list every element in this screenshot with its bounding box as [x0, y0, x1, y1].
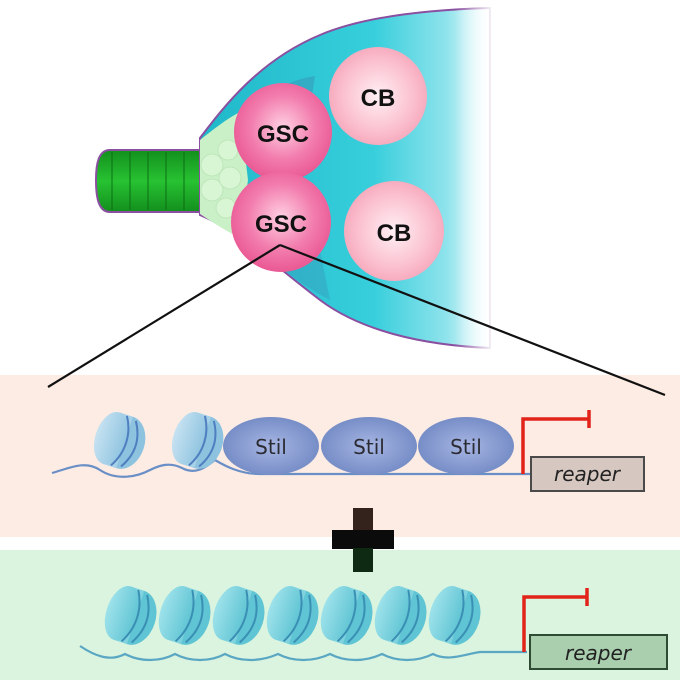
stil-label: Stil: [450, 435, 482, 459]
gsc-cell-top: GSC: [234, 83, 332, 181]
dna-wrap: [228, 589, 249, 643]
dna-wrap: [444, 589, 465, 643]
nucleosome-face: [428, 586, 464, 641]
nucleosome-face: [320, 586, 356, 641]
promoter-arrow-bottom: [522, 595, 587, 652]
nucleosome: [374, 586, 427, 645]
dna-wrap: [198, 420, 217, 468]
reaper-gene-label-top: reaper: [554, 462, 622, 486]
cap-cell: [200, 153, 224, 177]
cb-bottom-label: CB: [377, 220, 412, 247]
zoom-line-right: [279, 243, 666, 397]
reaper-gene-label-bottom: reaper: [565, 641, 633, 665]
nucleosome: [428, 586, 481, 645]
cb-cell-bottom-body: [344, 181, 444, 281]
gsc-top-label: GSC: [257, 121, 309, 148]
gsc-cell-bottom-body: [231, 172, 331, 272]
zoom-lines: [47, 243, 666, 397]
dna-wrap: [110, 415, 130, 467]
nucleosome: [266, 586, 319, 645]
bottom-panel: reaper: [79, 586, 668, 670]
nucleosome-face: [171, 411, 207, 465]
dna-strand-top: [51, 458, 530, 478]
terminal-filament: [94, 149, 201, 213]
nucleosome: [93, 411, 146, 469]
inhibition-symbol-stem-bottom: [353, 548, 373, 572]
dna-wrap: [174, 589, 195, 643]
reaper-gene-box-top: [530, 456, 645, 492]
cb-cell-top-body: [329, 47, 427, 145]
dna-wrap: [120, 589, 141, 643]
gsc-cell-top-body: [234, 83, 332, 181]
cb-cell-top: CB: [329, 47, 427, 145]
cap-cell: [200, 178, 224, 202]
cap-cell: [217, 139, 239, 161]
inhibition-symbol-stem-top: [353, 508, 373, 532]
dna-wrap: [188, 415, 208, 467]
stil-protein: Stil: [418, 417, 514, 475]
dna-wrap: [336, 589, 357, 643]
zoom-line-left: [47, 244, 281, 388]
inhibition-symbol-bar: [332, 530, 394, 549]
dna-strand-bottom: [79, 645, 527, 662]
germarium-niche: CB CB GSC GSC: [94, 0, 495, 360]
gsc-cell-bottom: GSC: [231, 172, 331, 272]
stil-protein-body: [321, 417, 417, 475]
nucleosome: [320, 586, 373, 645]
nucleosome-face: [158, 586, 194, 641]
stil-protein-body: [418, 417, 514, 475]
dna-wrap: [185, 594, 204, 644]
nucleosome-face: [374, 586, 410, 641]
cap-cell: [218, 166, 242, 190]
niche-fade: [455, 0, 495, 360]
dna-wrap: [131, 594, 150, 644]
nucleosome-face: [93, 411, 129, 465]
gsc-bottom-label: GSC: [255, 211, 307, 238]
top-panel: Stil Stil Stil reaper: [51, 410, 645, 492]
stil-protein: Stil: [223, 417, 319, 475]
nucleosome: [171, 411, 224, 469]
dna-wrap: [455, 594, 474, 644]
nucleosome-face: [212, 586, 248, 641]
nucleosome: [104, 586, 157, 645]
nucleosome: [158, 586, 211, 645]
dna-wrap: [239, 594, 258, 644]
inhibition-symbol: [332, 508, 394, 572]
promoter-arrow-top: [521, 417, 589, 474]
stil-label: Stil: [353, 435, 385, 459]
nucleosome-face: [104, 586, 140, 641]
nucleosome: [212, 586, 265, 645]
reaper-gene-box-bottom: [529, 634, 668, 670]
stil-label: Stil: [255, 435, 287, 459]
cb-cell-bottom: CB: [344, 181, 444, 281]
dna-wrap: [401, 594, 420, 644]
cb-top-label: CB: [361, 85, 396, 112]
dna-wrap: [282, 589, 303, 643]
dna-wrap: [347, 594, 366, 644]
dna-wrap: [390, 589, 411, 643]
nucleosome-face: [266, 586, 302, 641]
dna-wrap: [120, 420, 139, 468]
stil-protein-body: [223, 417, 319, 475]
dna-wrap: [293, 594, 312, 644]
stil-protein: Stil: [321, 417, 417, 475]
